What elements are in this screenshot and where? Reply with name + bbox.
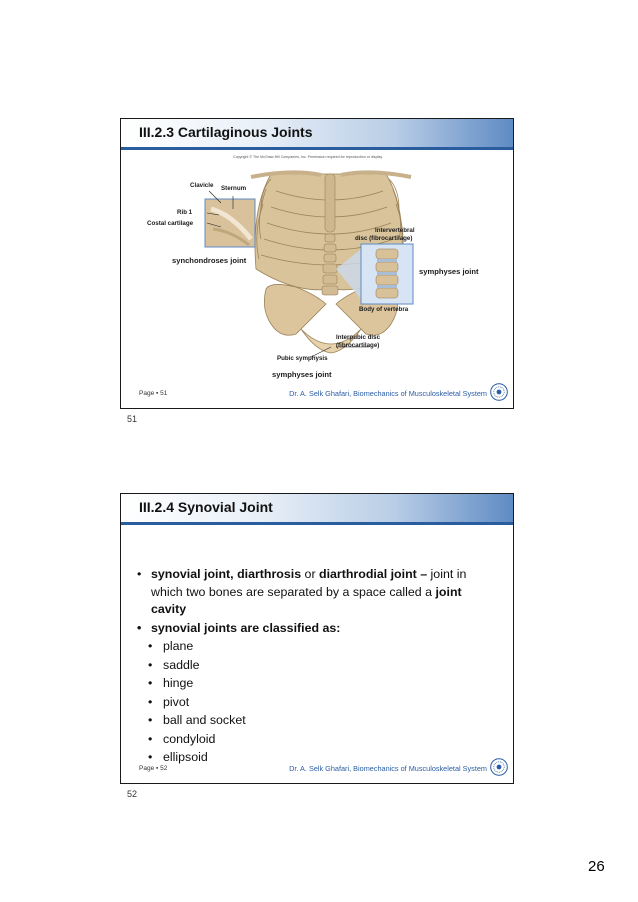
slide-number-51: 51 xyxy=(127,414,138,424)
label-synchondroses-joint: synchondroses joint xyxy=(172,256,247,265)
list-item-joint-type: plane xyxy=(137,638,497,656)
slide-52: III.2.4 Synovial Joint synovial joint, d… xyxy=(120,493,514,784)
label-interpubic-disc-1: Interpubic disc xyxy=(336,334,381,341)
label-interpubic-disc-2: (fibrocartilage) xyxy=(336,342,380,349)
list-item-joint-type: ball and socket xyxy=(137,712,497,730)
university-seal-icon xyxy=(490,383,508,401)
slide-title: III.2.4 Synovial Joint xyxy=(139,499,273,515)
slide-title-bar: III.2.3 Cartilaginous Joints xyxy=(121,119,513,150)
slide-page-label: Page ▪ 51 xyxy=(139,390,168,397)
label-intervertebral-2: disc (fibrocartilage) xyxy=(355,235,413,242)
label-intervertebral-1: Intervertebral xyxy=(375,227,415,234)
list-item-joint-type: hinge xyxy=(137,675,497,693)
page-number: 26 xyxy=(588,858,605,875)
label-symphyses-joint-bottom: symphyses joint xyxy=(272,370,332,379)
label-rib1: Rib 1 xyxy=(177,209,193,216)
bullet-synovial-definition: synovial joint, diarthrosis or diarthrod… xyxy=(137,566,497,619)
label-sternum: Sternum xyxy=(221,185,247,192)
skeleton-illustration xyxy=(204,170,414,358)
slide-title: III.2.3 Cartilaginous Joints xyxy=(139,124,313,140)
bullet-list: synovial joint, diarthrosis or diarthrod… xyxy=(137,566,497,767)
list-item-joint-type: saddle xyxy=(137,657,497,675)
spine xyxy=(321,233,339,296)
slide-author: Dr. A. Selk Ghafari, Biomechanics of Mus… xyxy=(289,389,487,398)
label-symphyses-joint-right: symphyses joint xyxy=(419,267,479,276)
label-clavicle: Clavicle xyxy=(190,182,214,189)
copyright-notice: Copyright © The McGraw-Hill Companies, I… xyxy=(233,155,383,159)
clavicle-bones xyxy=(250,170,412,179)
label-costal-cartilage: Costal cartilage xyxy=(147,220,194,227)
slide-title-bar: III.2.4 Synovial Joint xyxy=(121,494,513,525)
synchondroses-inset xyxy=(204,198,256,248)
list-item-joint-type: ellipsoid xyxy=(137,749,497,767)
label-pubic-symphysis: Pubic symphysis xyxy=(277,355,328,362)
list-item-joint-type: pivot xyxy=(137,694,497,712)
label-body-of-vertebra: Body of vertebra xyxy=(359,306,409,313)
slide-number-52: 52 xyxy=(127,789,138,799)
list-item-joint-type: condyloid xyxy=(137,731,497,749)
slide-page-label: Page ▪ 52 xyxy=(139,765,168,772)
slide-51: III.2.3 Cartilaginous Joints Copyright ©… xyxy=(120,118,514,409)
symphyses-inset xyxy=(336,243,414,305)
bullet-classification: synovial joints are classified as: xyxy=(137,620,497,638)
sternum-bone xyxy=(324,173,336,233)
slide-author: Dr. A. Selk Ghafari, Biomechanics of Mus… xyxy=(289,764,487,773)
leader-lines xyxy=(206,190,369,358)
university-seal-icon xyxy=(490,758,508,776)
